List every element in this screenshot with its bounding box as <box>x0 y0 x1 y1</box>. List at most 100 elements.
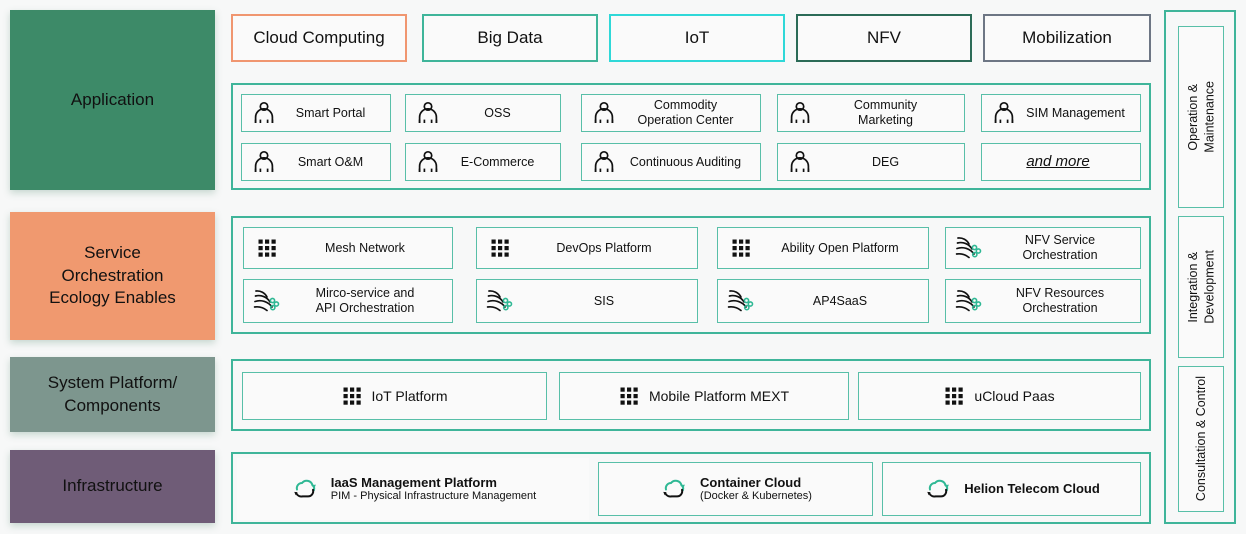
layer-label-system-text: System Platform/Components <box>47 373 178 415</box>
category-tag-label: IoT <box>684 28 710 47</box>
app-tile-continuous-auditing[interactable]: Continuous Auditing <box>581 143 761 181</box>
svc-tile-label: AP4SaaS <box>812 293 868 308</box>
person-icon <box>251 101 277 125</box>
category-tag-big-data[interactable]: Big Data <box>422 14 598 62</box>
app-tile-label: and more <box>1026 153 1090 171</box>
rail-item-label: Operation &Maintenance <box>1185 81 1216 153</box>
svc-tile-label: Mesh Network <box>325 240 405 255</box>
rail-item-label: Integration &Development <box>1185 250 1216 324</box>
inf-tile-container-cloud[interactable]: Container Cloud (Docker & Kubernetes) <box>598 462 873 516</box>
system-tiles-group: IoT Platform Mobile Platform MEXT uCloud… <box>231 359 1151 431</box>
app-tile-and-more[interactable]: and more <box>981 143 1141 181</box>
layer-label-system: System Platform/Components <box>10 357 215 432</box>
layer-label-infrastructure-text: Infrastructure <box>62 476 163 496</box>
person-icon <box>415 101 441 125</box>
category-tag-iot[interactable]: IoT <box>609 14 785 62</box>
svc-tile-mesh-network[interactable]: Mesh Network <box>243 227 453 269</box>
person-icon <box>787 101 813 125</box>
inf-tile-title: IaaS Management Platform <box>330 474 497 490</box>
dot-grid-icon <box>944 386 964 406</box>
services-rail: Operation &Maintenance Integration &Deve… <box>1164 10 1236 524</box>
person-icon <box>591 150 617 174</box>
person-icon <box>591 101 617 125</box>
dot-grid-icon <box>619 386 639 406</box>
orchestration-icon <box>726 288 756 314</box>
dot-grid-icon <box>726 238 756 258</box>
sys-tile-label: uCloud Paas <box>974 387 1055 404</box>
app-tile-smart-portal[interactable]: Smart Portal <box>241 94 391 132</box>
rail-item-operation-maintenance[interactable]: Operation &Maintenance <box>1178 26 1224 208</box>
app-tile-label: E-Commerce <box>460 154 535 169</box>
svc-tile-ability-open-platform[interactable]: Ability Open Platform <box>717 227 929 269</box>
person-icon <box>787 150 813 174</box>
app-tile-label: DEG <box>871 154 900 169</box>
rail-item-consultation-control[interactable]: Consultation & Control <box>1178 366 1224 512</box>
app-tile-label: Smart Portal <box>295 105 366 120</box>
sys-tile-mobile-platform-mext[interactable]: Mobile Platform MEXT <box>559 372 849 420</box>
svc-tile-label: SIS <box>593 293 615 308</box>
service-tiles-group: Mesh Network DevOps Platform Ability Ope… <box>231 216 1151 334</box>
category-tag-cloud-computing[interactable]: Cloud Computing <box>231 14 407 62</box>
rail-item-integration-development[interactable]: Integration &Development <box>1178 216 1224 358</box>
orchestration-icon <box>954 235 984 261</box>
orchestration-icon <box>954 288 984 314</box>
cloud-icon <box>659 476 689 502</box>
infrastructure-tiles-group: IaaS Management Platform PIM - Physical … <box>231 452 1151 524</box>
app-tile-sim-management[interactable]: SIM Management <box>981 94 1141 132</box>
sys-tile-label: Mobile Platform MEXT <box>648 387 790 404</box>
svc-tile-ap4saas[interactable]: AP4SaaS <box>717 279 929 323</box>
app-tile-deg[interactable]: DEG <box>777 143 965 181</box>
orchestration-icon <box>485 288 515 314</box>
inf-tile-helion-telecom-cloud[interactable]: Helion Telecom Cloud <box>882 462 1141 516</box>
app-tile-oss[interactable]: OSS <box>405 94 561 132</box>
inf-tile-subtitle: PIM - Physical Infrastructure Management <box>330 490 537 503</box>
orchestration-icon <box>252 288 282 314</box>
sys-tile-iot-platform[interactable]: IoT Platform <box>242 372 547 420</box>
svc-tile-sis[interactable]: SIS <box>476 279 698 323</box>
inf-tile-title: Helion Telecom Cloud <box>964 481 1100 497</box>
category-tag-nfv[interactable]: NFV <box>796 14 972 62</box>
inf-tile-iaas-management-platform[interactable]: IaaS Management Platform PIM - Physical … <box>237 458 589 520</box>
cloud-icon <box>290 476 320 502</box>
app-tile-label: OSS <box>484 105 511 120</box>
svc-tile-label: Ability Open Platform <box>781 240 899 255</box>
person-icon <box>251 150 277 174</box>
app-tile-label: SIM Management <box>1026 105 1125 120</box>
svc-tile-devops-platform[interactable]: DevOps Platform <box>476 227 698 269</box>
category-tag-label: Big Data <box>477 28 543 47</box>
person-icon <box>415 150 441 174</box>
layer-label-application-text: Application <box>70 89 155 109</box>
category-tag-label: Cloud Computing <box>253 28 385 47</box>
category-tag-label: Mobilization <box>1022 28 1112 47</box>
category-tag-mobilization[interactable]: Mobilization <box>983 14 1151 62</box>
cloud-icon <box>923 476 953 502</box>
inf-tile-title: Container Cloud <box>700 474 802 490</box>
rail-item-label: Consultation & Control <box>1193 376 1208 502</box>
dot-grid-icon <box>252 238 282 258</box>
dot-grid-icon <box>485 238 515 258</box>
app-tile-smart-om[interactable]: Smart O&M <box>241 143 391 181</box>
inf-tile-subtitle: (Docker & Kubernetes) <box>700 490 812 503</box>
sys-tile-ucloud-paas[interactable]: uCloud Paas <box>858 372 1141 420</box>
dot-grid-icon <box>342 386 362 406</box>
person-icon <box>991 101 1017 125</box>
sys-tile-label: IoT Platform <box>371 387 448 404</box>
app-tile-e-commerce[interactable]: E-Commerce <box>405 143 561 181</box>
svc-tile-label: DevOps Platform <box>556 240 652 255</box>
app-tile-label: Smart O&M <box>297 154 364 169</box>
layer-label-infrastructure: Infrastructure <box>10 450 215 523</box>
